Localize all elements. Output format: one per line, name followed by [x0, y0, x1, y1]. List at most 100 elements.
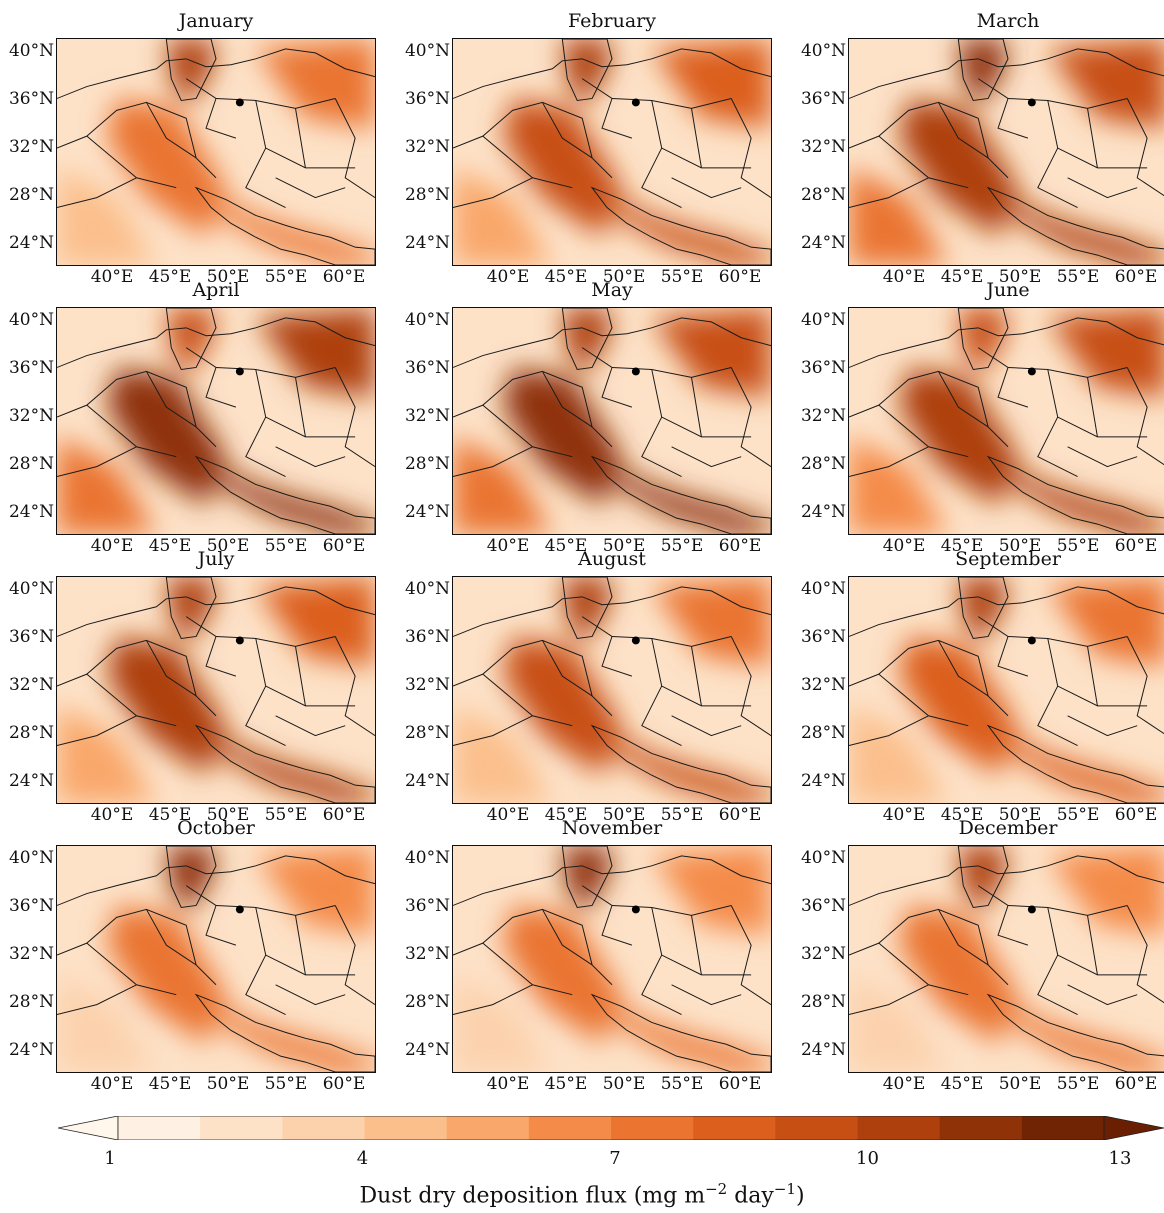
deposition-region: [57, 436, 157, 534]
caspian-coast: [957, 577, 1009, 639]
colorbar-tick-label: 13: [1108, 1148, 1132, 1169]
lat-tick-label: 28°N: [8, 185, 54, 205]
deposition-region: [106, 98, 226, 238]
colorbar-cell: [1021, 1116, 1105, 1140]
deposition-region: [453, 705, 553, 803]
lat-tick-label: 24°N: [8, 771, 54, 791]
panel-title: June: [986, 279, 1030, 301]
lon-tick-label: 40°E: [90, 267, 134, 287]
country-border: [1037, 685, 1078, 746]
country-border: [849, 177, 929, 208]
gulf-coast: [590, 455, 771, 534]
lon-tick-label: 60°E: [1114, 805, 1158, 825]
deposition-map: [849, 577, 1164, 803]
deposition-region: [898, 636, 1018, 776]
lat-tick-label: 24°N: [8, 233, 54, 253]
lon-tick-label: 55°E: [660, 805, 704, 825]
station-marker: [235, 905, 244, 914]
deposition-region: [57, 974, 157, 1072]
lon-tick-label: 50°E: [602, 267, 646, 287]
lon-tick-label: 50°E: [998, 1074, 1042, 1094]
lon-tick-label: 60°E: [322, 267, 366, 287]
lon-tick-label: 45°E: [544, 267, 588, 287]
lat-tick-label: 24°N: [800, 771, 846, 791]
panel-title: November: [561, 817, 663, 839]
station-marker: [631, 905, 640, 914]
lon-tick-label: 55°E: [1056, 805, 1100, 825]
colorbar-tick-label: 7: [609, 1148, 621, 1169]
deposition-region: [453, 436, 553, 534]
panel-title: September: [955, 548, 1061, 570]
lon-tick-label: 50°E: [206, 805, 250, 825]
lat-tick-label: 24°N: [800, 1040, 846, 1060]
map-area: [848, 38, 1164, 266]
lat-tick-label: 28°N: [8, 723, 54, 743]
lat-tick-label: 28°N: [404, 454, 450, 474]
deposition-region: [196, 994, 375, 1072]
lon-tick-label: 40°E: [90, 536, 134, 556]
country-border: [86, 942, 177, 996]
lat-tick-label: 36°N: [800, 89, 846, 109]
lon-tick-label: 55°E: [264, 1074, 308, 1094]
country-border: [730, 367, 771, 468]
country-border: [611, 904, 732, 916]
country-border: [671, 715, 742, 737]
country-border: [611, 366, 732, 378]
deposition-region: [502, 905, 622, 1045]
deposition-map: [453, 846, 771, 1072]
deposition-region: [651, 308, 771, 398]
deposition-region: [958, 39, 1008, 101]
lat-tick-label: 40°N: [404, 310, 450, 330]
deposition-region: [849, 974, 949, 1072]
country-border: [245, 416, 286, 477]
lon-tick-label: 55°E: [660, 267, 704, 287]
lon-tick-label: 40°E: [882, 536, 926, 556]
deposition-region: [958, 846, 1008, 908]
colorbar-tick-label: 1: [104, 1148, 116, 1169]
map-area: [452, 307, 772, 535]
lon-tick-label: 60°E: [322, 536, 366, 556]
lon-tick-label: 40°E: [486, 536, 530, 556]
country-border: [57, 446, 137, 477]
country-border: [215, 904, 336, 916]
lat-tick-label: 40°N: [404, 41, 450, 61]
country-border: [730, 905, 771, 1006]
deposition-region: [166, 577, 216, 639]
country-border: [482, 942, 573, 996]
country-border: [542, 909, 593, 966]
country-border: [849, 317, 1164, 368]
panel-title: August: [578, 548, 646, 570]
lat-tick-label: 28°N: [404, 723, 450, 743]
gulf-coast: [590, 993, 771, 1072]
country-border: [691, 108, 702, 168]
lat-tick-label: 40°N: [8, 848, 54, 868]
lon-tick-label: 40°E: [882, 805, 926, 825]
country-border: [275, 984, 346, 1006]
station-marker: [1027, 636, 1036, 645]
deposition-region: [106, 905, 226, 1045]
lon-tick-label: 45°E: [940, 267, 984, 287]
colorbar-tick-label: 10: [856, 1148, 879, 1169]
country-border: [57, 855, 375, 906]
lon-tick-label: 45°E: [544, 1074, 588, 1094]
lon-tick-label: 50°E: [206, 1074, 250, 1094]
country-border: [1067, 984, 1138, 1006]
caspian-coast: [165, 308, 217, 370]
country-border: [1087, 915, 1098, 975]
lat-tick-label: 32°N: [404, 675, 450, 695]
country-border: [641, 685, 682, 746]
deposition-region: [562, 577, 612, 639]
colorbar-cell: [939, 1116, 1023, 1140]
country-border: [57, 177, 137, 208]
gulf-coast: [986, 455, 1164, 534]
country-border: [453, 586, 771, 637]
country-border: [1087, 108, 1098, 168]
map-area: [56, 38, 376, 266]
lon-tick-label: 55°E: [264, 536, 308, 556]
caspian-coast: [561, 39, 613, 101]
lat-tick-label: 32°N: [404, 137, 450, 157]
station-marker: [631, 367, 640, 376]
country-border: [295, 377, 306, 437]
